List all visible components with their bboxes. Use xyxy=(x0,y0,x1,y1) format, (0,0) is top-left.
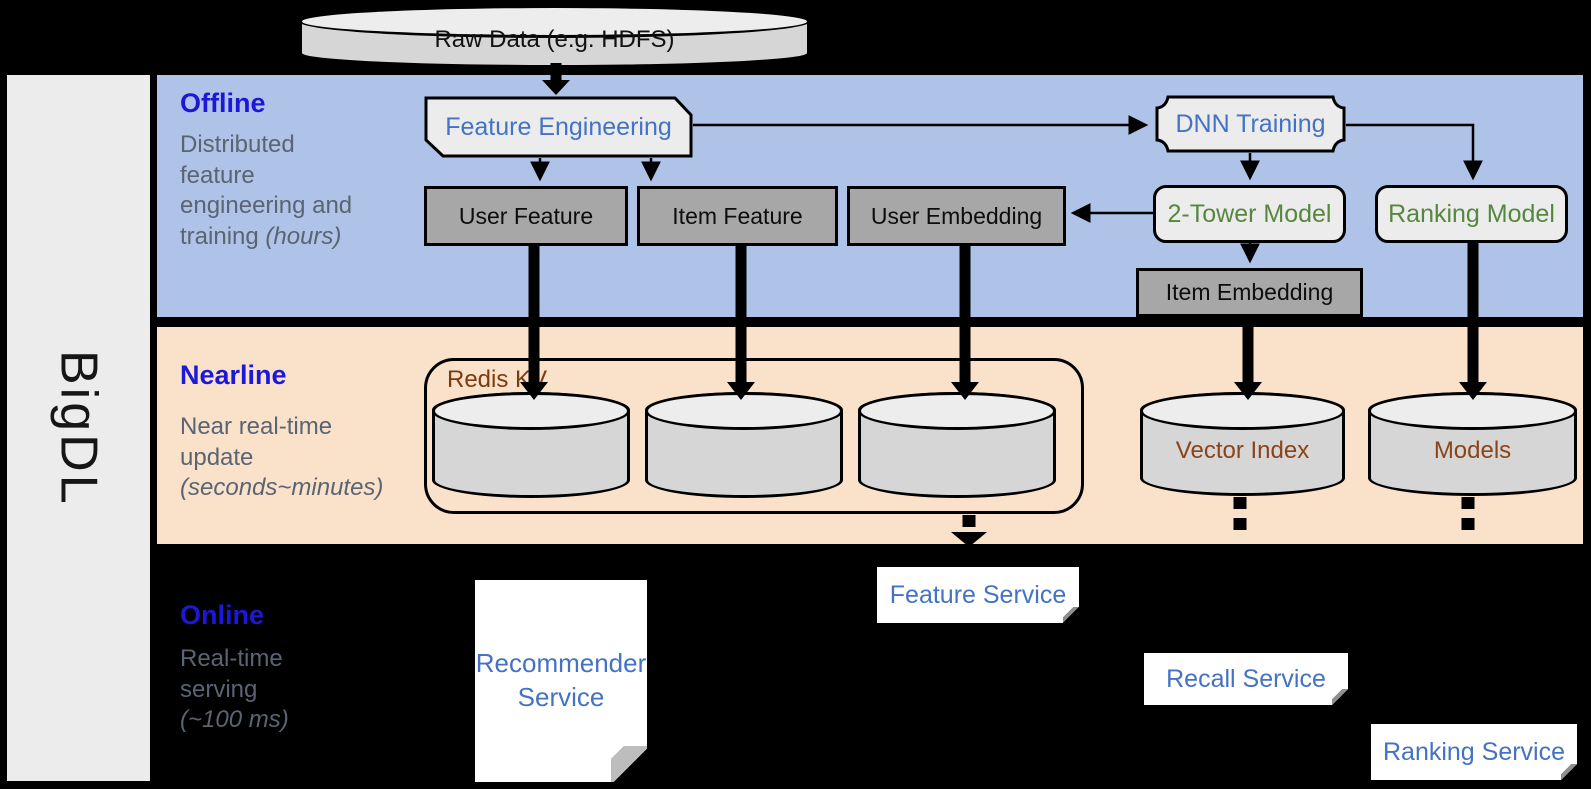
two-tower-model-label: 2-Tower Model xyxy=(1167,199,1332,228)
redis-cylinder-1 xyxy=(432,392,630,498)
models-label: Models xyxy=(1433,437,1512,464)
offline-description: Distributed feature engineering and trai… xyxy=(180,130,372,253)
user-embedding-node: User Embedding xyxy=(847,186,1066,246)
raw-data-label: Raw Data (e.g. HDFS) xyxy=(434,26,675,53)
recommender-service-node: Recommender Service xyxy=(475,580,647,782)
plaque-shape xyxy=(1155,95,1346,153)
recall-service-node: Recall Service xyxy=(1144,653,1348,705)
user-feature-label: User Feature xyxy=(458,202,594,229)
item-feature-node: Item Feature xyxy=(637,186,838,246)
user-embedding-label: User Embedding xyxy=(870,202,1043,229)
online-description-text: Real-time serving xyxy=(180,645,283,703)
offline-description-text: Distributed feature engineering and trai… xyxy=(180,131,353,251)
bigdl-sidebar: BigDL xyxy=(7,75,150,781)
redis-kv-label: Redis KV xyxy=(447,366,548,393)
vector-index-label: Vector Index xyxy=(1175,437,1310,464)
models-cylinder: Models xyxy=(1368,392,1577,496)
ranking-service-node: Ranking Service xyxy=(1371,724,1577,780)
dnn-training-node: DNN Training xyxy=(1155,95,1346,153)
nearline-description: Near real-time update (seconds~minutes) xyxy=(180,412,394,504)
two-tower-model-node: 2-Tower Model xyxy=(1153,185,1346,243)
feature-service-label: Feature Service xyxy=(889,580,1067,609)
offline-duration: (hours) xyxy=(265,223,342,251)
offline-title: Offline xyxy=(180,88,266,118)
ranking-model-node: Ranking Model xyxy=(1375,185,1568,243)
snip-corner-shape xyxy=(424,96,693,158)
user-feature-node: User Feature xyxy=(424,186,628,246)
recall-service-label: Recall Service xyxy=(1166,664,1326,693)
item-embedding-node: Item Embedding xyxy=(1136,268,1363,317)
redis-cylinder-2 xyxy=(645,392,843,498)
redis-cylinder-3 xyxy=(858,392,1056,498)
bigdl-brand-label: BigDL xyxy=(49,349,108,507)
nearline-duration: (seconds~minutes) xyxy=(180,474,384,502)
ranking-model-label: Ranking Model xyxy=(1388,199,1555,228)
online-description: Real-time serving (~100 ms) xyxy=(180,644,320,736)
item-embedding-label: Item Embedding xyxy=(1165,279,1334,305)
nearline-title: Nearline xyxy=(180,360,287,390)
feature-engineering-label: Feature Engineering xyxy=(445,112,672,141)
nearline-description-text: Near real-time update xyxy=(180,413,333,471)
feature-service-node: Feature Service xyxy=(877,567,1079,623)
vector-index-cylinder: Vector Index xyxy=(1140,392,1345,496)
item-feature-label: Item Feature xyxy=(672,202,803,229)
online-duration: (~100 ms) xyxy=(180,706,289,734)
recommender-service-label: Recommender Service xyxy=(475,648,647,712)
raw-data-cylinder: Raw Data (e.g. HDFS) xyxy=(299,5,810,68)
ranking-service-label: Ranking Service xyxy=(1382,737,1566,766)
feature-engineering-node: Feature Engineering xyxy=(424,96,693,158)
online-title: Online xyxy=(180,600,265,630)
dnn-training-label: DNN Training xyxy=(1175,109,1326,138)
